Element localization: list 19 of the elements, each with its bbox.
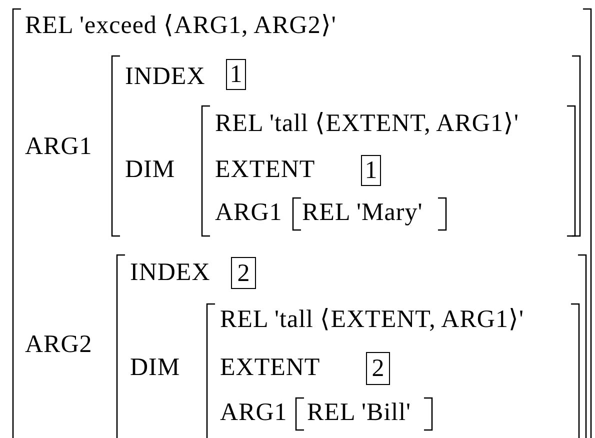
relation-text: REL 'Bill'	[307, 400, 412, 426]
attribute-label: ARG1	[215, 200, 282, 226]
attribute-label: EXTENT	[215, 157, 316, 183]
relation-text: REL 'tall ⟨EXTENT, ARG1⟩'	[220, 307, 524, 333]
attribute-label: EXTENT	[220, 355, 320, 381]
attribute-label: ARG1	[220, 400, 288, 426]
coindex-tag: 2	[366, 352, 390, 385]
attribute-label: ARG2	[25, 332, 92, 358]
coindex-tag: 1	[361, 155, 381, 186]
attribute-label: INDEX	[130, 260, 210, 286]
relation-text: REL 'Mary'	[302, 200, 423, 226]
coindex-tag: 1	[226, 59, 246, 90]
coindex-tag: 2	[231, 257, 256, 289]
attribute-label: DIM	[130, 355, 180, 381]
attribute-label: DIM	[125, 157, 176, 183]
relation-text: REL 'tall ⟨EXTENT, ARG1⟩'	[215, 111, 519, 137]
attribute-label: INDEX	[125, 64, 206, 90]
attribute-label: ARG1	[25, 134, 92, 160]
relation-text: REL 'exceed ⟨ARG1, ARG2⟩'	[25, 13, 336, 39]
